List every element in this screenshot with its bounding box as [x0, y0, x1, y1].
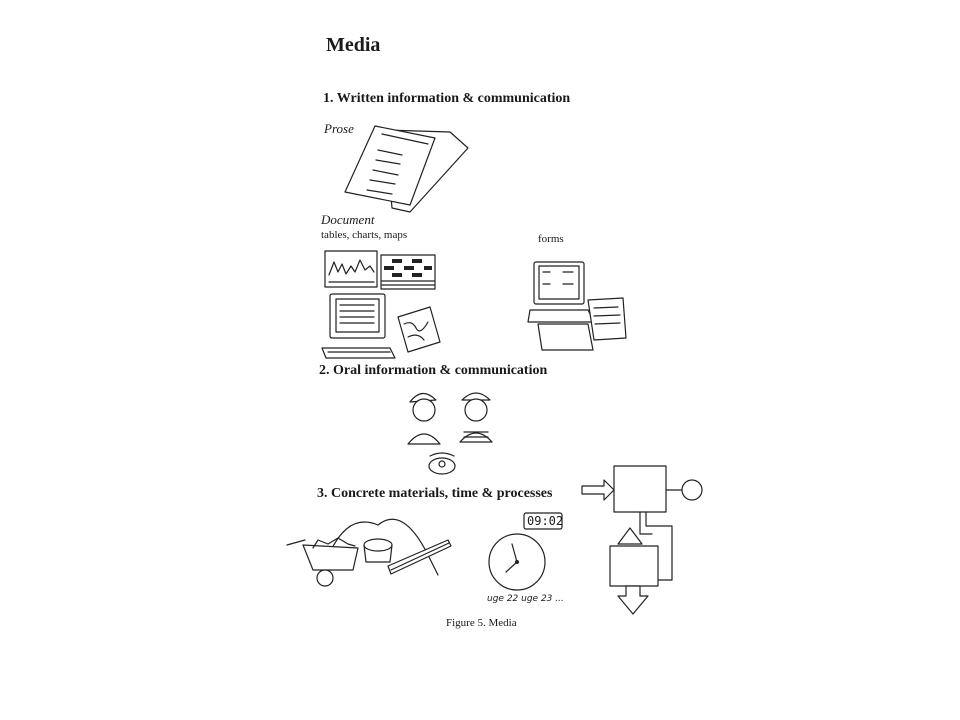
figure-caption: Figure 5. Media — [446, 617, 517, 629]
page-title: Media — [326, 34, 381, 56]
forms-computer-illustration — [527, 261, 627, 351]
prose-papers-illustration — [344, 125, 469, 213]
oral-workers-illustration — [407, 392, 493, 475]
line-chart-illustration — [324, 250, 378, 288]
clock-digital-display: 09:02 — [527, 514, 564, 528]
table-illustration — [380, 254, 436, 290]
computer-map-illustration — [321, 293, 441, 359]
process-flow-illustration — [581, 465, 703, 615]
section-oral-heading: 2. Oral information & communication — [319, 363, 548, 378]
forms-label: forms — [538, 233, 564, 245]
document-label: Document — [321, 212, 375, 227]
prose-label: Prose — [324, 121, 354, 136]
document-sublabel: tables, charts, maps — [321, 229, 408, 241]
materials-illustration — [286, 518, 452, 587]
section-concrete-heading: 3. Concrete materials, time & processes — [317, 486, 553, 501]
clock-illustration — [488, 512, 563, 591]
section-written-heading: 1. Written information & communication — [323, 91, 571, 106]
week-note: uge 22 uge 23 ... — [487, 594, 564, 604]
